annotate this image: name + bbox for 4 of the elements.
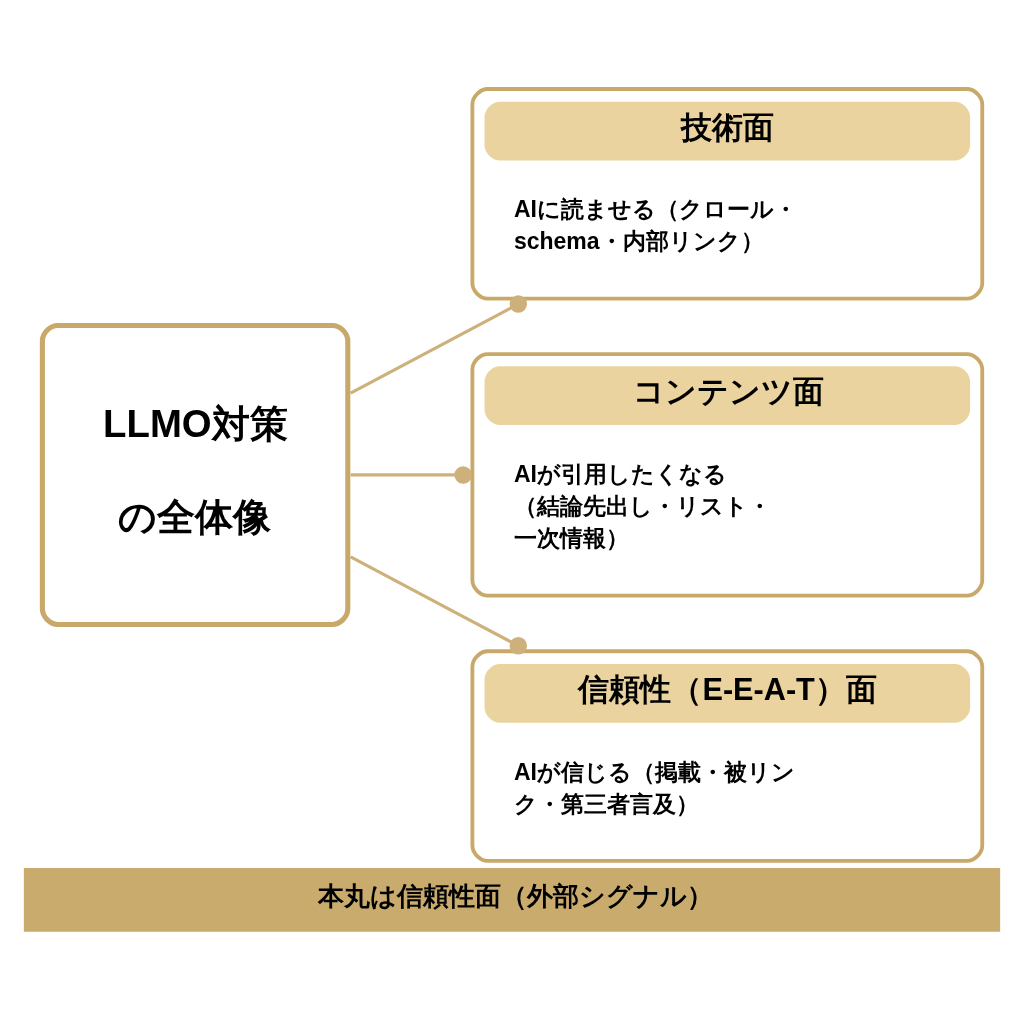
caption: 本丸は信頼性面（外部シグナル） [317,881,713,910]
connector [349,555,528,655]
connector [349,295,528,395]
connector [350,466,472,484]
